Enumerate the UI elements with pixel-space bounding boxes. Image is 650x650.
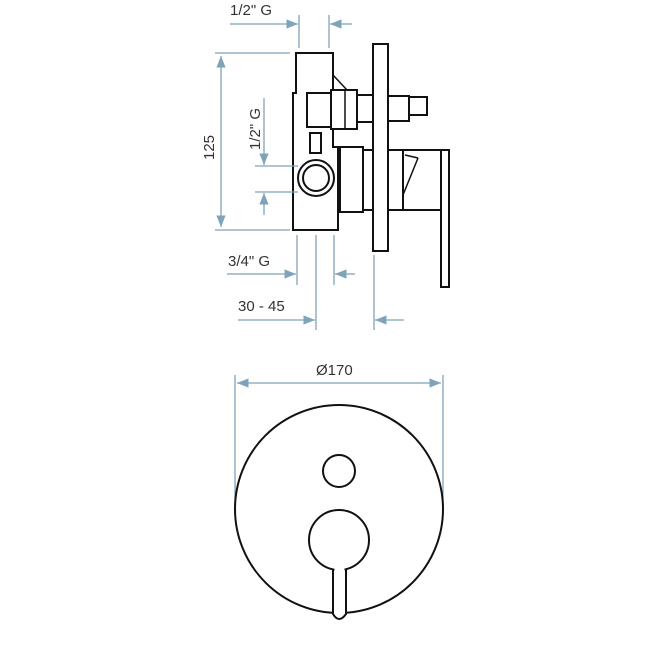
- height-label: 125: [201, 135, 218, 160]
- dimensions: 1/2" G 125 1/2" G 3/4" G 30 - 45 Ø170: [201, 2, 444, 505]
- side-view: [292, 43, 450, 288]
- top-nut: [330, 89, 358, 130]
- lower-cartridge: [339, 146, 364, 213]
- side-outlet-label: 1/2" G: [247, 108, 264, 150]
- diverter-knob: [408, 96, 428, 116]
- diverter-knob-front: [322, 454, 356, 488]
- outlet-port-inner: [302, 164, 330, 192]
- diverter-stem: [387, 95, 410, 122]
- top-inlet-label: 1/2" G: [230, 2, 272, 19]
- wall-plate-side: [372, 43, 389, 252]
- lever-side: [440, 149, 450, 288]
- handle-knob-front: [308, 509, 370, 571]
- handle-base: [387, 149, 404, 211]
- top-cartridge: [306, 92, 332, 128]
- front-view: [234, 404, 444, 620]
- top-stem: [356, 94, 374, 123]
- square-port: [309, 132, 322, 154]
- depth-range-label: 30 - 45: [238, 298, 285, 315]
- lever-front: [332, 561, 347, 620]
- diameter-label: Ø170: [316, 362, 353, 379]
- body-diagonal: [332, 74, 348, 91]
- lower-stem: [362, 149, 374, 211]
- bottom-inlet-label: 3/4" G: [228, 253, 270, 270]
